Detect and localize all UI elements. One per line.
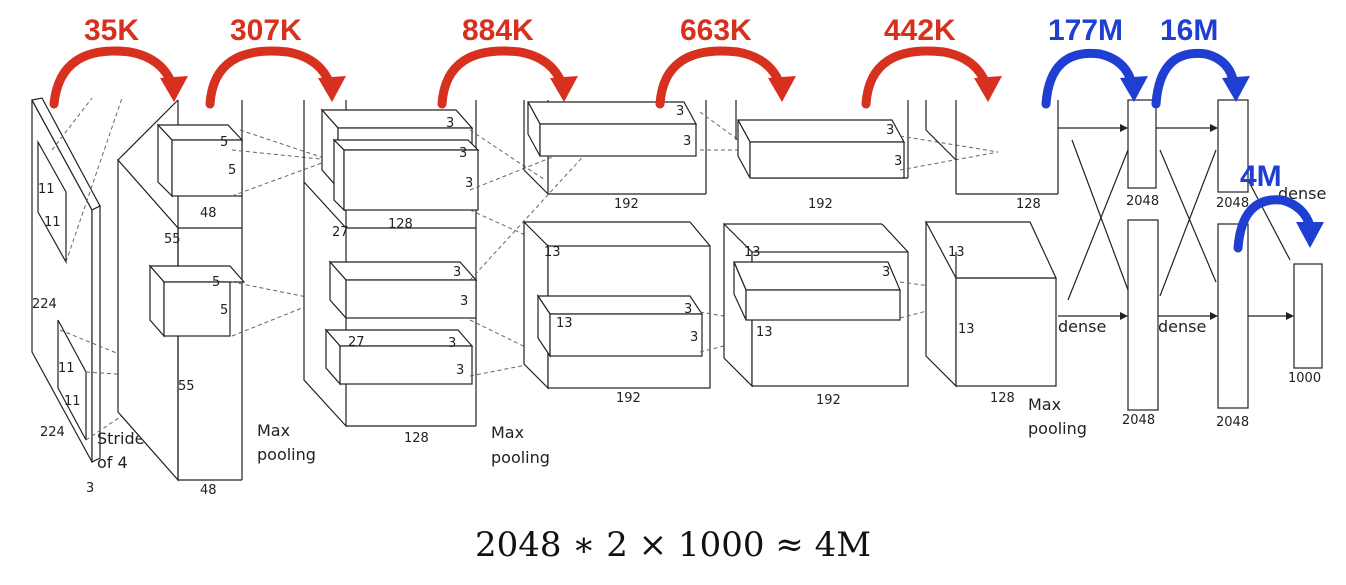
spatial-size-label: 13 [756,325,773,340]
fc-size-label: 2048 [1216,415,1249,430]
fc-size-label: 1000 [1288,371,1321,386]
kernel-size-label: 3 [448,336,456,351]
input-width-label: 224 [40,425,65,440]
depth-label: 128 [1016,197,1041,212]
dense-label: dense [1158,317,1206,336]
kernel-size-label: 5 [220,303,228,318]
maxpool-label: pooling [491,448,550,467]
layer4 [723,100,909,388]
depth-label: 192 [808,197,833,212]
maxpool-label: Max [491,423,524,442]
param-count-conv2: 307K [230,14,302,47]
kernel-size-label: 11 [38,182,55,197]
param-count-fc8: 4M [1240,160,1282,193]
kernel-size-label: 3 [886,123,894,138]
param-count-conv3: 884K [462,14,534,47]
layer3 [523,100,711,390]
stride-label: Stride [97,429,144,448]
layer2 [303,100,480,428]
maxpool-label: pooling [1028,419,1087,438]
kernel-size-label: 5 [228,163,236,178]
kernel-size-label: 3 [684,302,692,317]
spatial-size-label: 27 [332,225,349,240]
kernel-size-label: 3 [465,176,473,191]
spatial-size-label: 13 [744,245,761,260]
spatial-size-label: 13 [556,316,573,331]
fc-size-label: 2048 [1126,194,1159,209]
layer1 [117,99,246,482]
depth-label: 128 [404,431,429,446]
fc-layers [1058,99,1323,411]
kernel-size-label: 3 [459,146,467,161]
spatial-size-label: 55 [178,379,195,394]
spatial-size-label: 13 [958,322,975,337]
maxpool-label: pooling [257,445,316,464]
spatial-size-label: 13 [948,245,965,260]
kernel-size-label: 3 [882,265,890,280]
depth-label: 192 [616,391,641,406]
kernel-size-label: 3 [446,116,454,131]
maxpool-label: Max [257,421,290,440]
kernel-size-label: 3 [676,104,684,119]
parameter-equation: 2048 ∗ 2 × 1000 ≈ 4M [475,525,871,565]
fc-size-label: 2048 [1216,196,1249,211]
kernel-size-label: 3 [683,134,691,149]
param-count-conv5: 442K [884,14,956,47]
spatial-size-label: 13 [544,245,561,260]
kernel-size-label: 3 [894,154,902,169]
depth-label: 192 [614,197,639,212]
stride-label: of 4 [97,453,128,472]
param-count-fc6: 177M [1048,14,1123,47]
param-arrows [49,46,1324,253]
kernel-size-label: 5 [212,275,220,290]
spatial-size-label: 55 [164,232,181,247]
input-image [31,97,101,463]
layer5 [924,100,1059,388]
kernel-size-label: 3 [690,330,698,345]
spatial-size-label: 27 [348,335,365,350]
kernel-size-label: 5 [220,135,228,150]
kernel-size-label: 3 [456,363,464,378]
depth-label: 48 [200,206,217,221]
depth-label: 192 [816,393,841,408]
layer2-connectors [469,129,661,377]
param-count-conv4: 663K [680,14,752,47]
input-height-label: 224 [32,297,57,312]
depth-label: 128 [388,217,413,232]
kernel-size-label: 3 [453,265,461,280]
kernel-size-label: 11 [58,361,75,376]
maxpool-label: Max [1028,395,1061,414]
param-count-fc7: 16M [1160,14,1218,47]
kernel-size-label: 11 [44,215,61,230]
param-count-conv1: 35K [84,14,139,47]
kernel-size-label: 3 [460,294,468,309]
dense-label: dense [1058,317,1106,336]
kernel-size-label: 11 [64,394,81,409]
input-depth-label: 3 [86,481,94,496]
depth-label: 48 [200,483,217,498]
depth-label: 128 [990,391,1015,406]
fc-size-label: 2048 [1122,413,1155,428]
